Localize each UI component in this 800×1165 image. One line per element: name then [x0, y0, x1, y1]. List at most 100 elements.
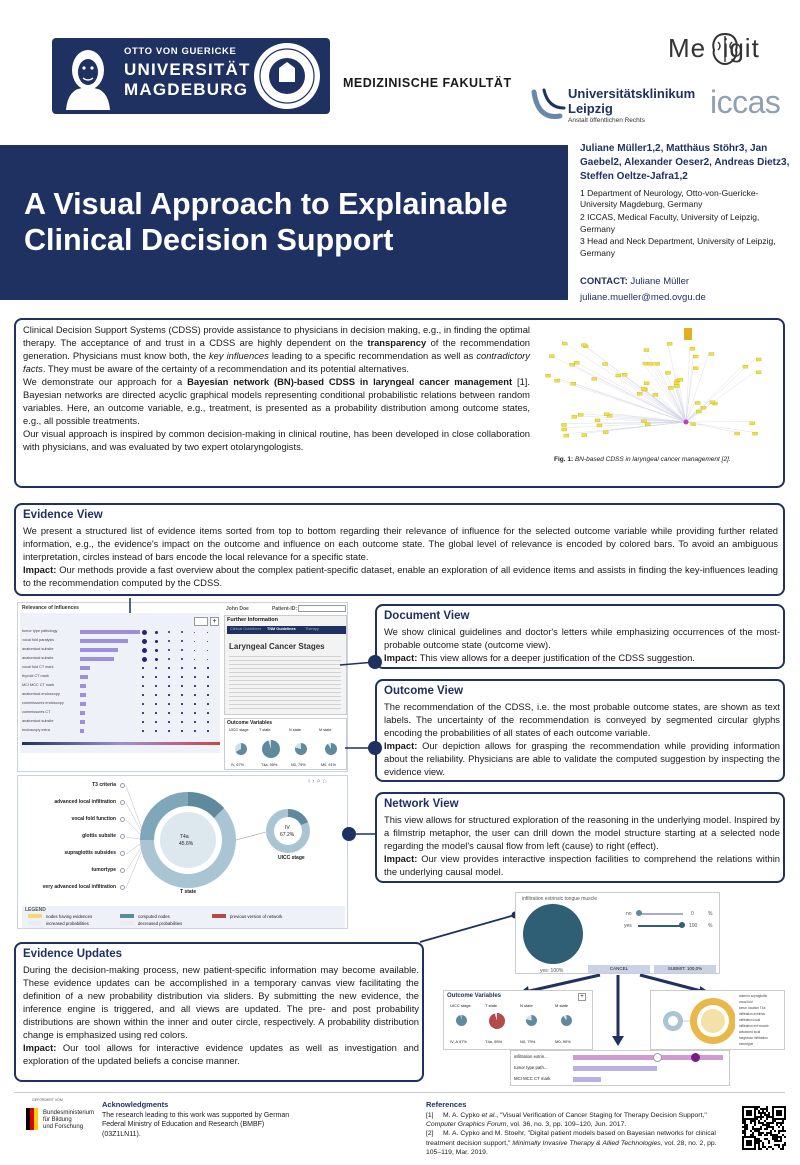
qr-module	[774, 1120, 776, 1122]
yes-label: yes	[624, 923, 632, 929]
qr-module	[756, 1116, 758, 1118]
qr-module	[750, 1130, 752, 1132]
qr-module	[746, 1106, 748, 1108]
qr-module	[746, 1110, 748, 1112]
relevance-list	[20, 613, 220, 753]
qr-module	[756, 1142, 758, 1144]
qr-module	[780, 1106, 782, 1108]
slider-no-handle[interactable]	[636, 910, 642, 916]
outcome-glyph	[526, 1015, 537, 1026]
slider-no[interactable]	[638, 913, 683, 915]
network-node-circle	[120, 851, 125, 856]
qr-code-icon[interactable]	[742, 1106, 786, 1150]
prev-arrow-icon[interactable]: ‹	[308, 778, 311, 785]
qr-module	[766, 1128, 768, 1130]
qr-module	[776, 1124, 778, 1126]
add-icon[interactable]: +	[210, 617, 219, 626]
outcome-view-body: The recommendation of the CDSS, i.e. the…	[384, 701, 780, 738]
qr-module	[746, 1136, 748, 1138]
search-box[interactable]	[194, 617, 208, 626]
qr-module	[772, 1134, 774, 1136]
qr-module	[758, 1132, 760, 1134]
updated-node-item: infiltration local	[739, 1018, 761, 1022]
legend-label: computed nodes	[138, 913, 170, 919]
impact-label: Impact:	[384, 852, 418, 864]
patient-id-select[interactable]	[298, 605, 346, 612]
qr-module	[772, 1148, 774, 1150]
qr-module	[750, 1142, 752, 1144]
qr-module	[748, 1136, 750, 1138]
tab-tnm[interactable]: TNM Guidelines	[267, 627, 296, 631]
evidence-updates-panel: Evidence Updates During the decision-mak…	[14, 942, 424, 1082]
patient-name: John Doe	[226, 606, 249, 612]
graph-node	[652, 393, 659, 397]
qr-module	[772, 1120, 774, 1122]
state-circle	[194, 676, 196, 678]
graph-node	[561, 423, 567, 427]
qr-module	[742, 1114, 744, 1116]
evidence-view-text: We present a structured list of evidence…	[23, 525, 778, 590]
outcome-value: IV, 67%	[231, 763, 244, 767]
affiliation-1: 1 Department of Neurology, Otto-von-Guer…	[580, 187, 759, 210]
graph-node	[570, 382, 576, 386]
qr-module	[766, 1110, 768, 1112]
qr-module	[760, 1114, 762, 1116]
state-circle	[181, 667, 183, 669]
yes-value[interactable]: 100	[689, 923, 698, 929]
evidence-updates-body: During the decision-making process, new …	[23, 964, 419, 1040]
updated-row-label: tumor type path...	[514, 1065, 548, 1070]
relevance-bar	[80, 711, 85, 715]
qr-module	[746, 1124, 748, 1126]
relevance-bar	[80, 702, 86, 706]
qr-module	[782, 1122, 784, 1124]
faculty-name: MEDIZINISCHE FAKULTÄT	[343, 76, 512, 90]
state-circle	[181, 685, 183, 687]
submit-button[interactable]: SUBMIT: 100,0%	[654, 965, 716, 973]
qr-module	[780, 1110, 782, 1112]
add-icon[interactable]: +	[578, 993, 586, 1001]
state-circle	[194, 685, 196, 687]
graph-node	[571, 415, 577, 419]
slider-yes[interactable]	[638, 925, 683, 927]
no-value[interactable]: 0	[691, 911, 694, 917]
slider-yes-handle[interactable]	[679, 922, 685, 928]
next-arrow-icon[interactable]: ›	[312, 778, 315, 785]
qr-module	[776, 1118, 778, 1120]
qr-module	[744, 1106, 746, 1108]
qr-module	[756, 1140, 758, 1142]
legend-swatch	[120, 914, 134, 918]
network-view-body: This view allows for structured explorat…	[384, 814, 780, 851]
tab-clinical[interactable]: Clinical Guidelines	[230, 627, 262, 631]
updated-evidence-screenshot: infiltration extrin...tumor type path...…	[510, 1050, 730, 1086]
qr-module	[778, 1146, 780, 1148]
state-circle	[207, 667, 209, 669]
acknowledgments: Acknowledgments The research leading to …	[102, 1100, 302, 1139]
state-circle	[181, 730, 183, 732]
state-circle	[181, 712, 183, 714]
evidence-view-body: We present a structured list of evidence…	[23, 525, 778, 562]
legend-swatch	[28, 914, 42, 918]
qr-module	[780, 1136, 782, 1138]
qr-module	[766, 1114, 768, 1116]
evidence-row-label: vocal fold paralysis	[22, 638, 55, 642]
relevance-bar	[80, 729, 84, 733]
zoom-icon[interactable]: ⌕	[316, 778, 321, 785]
contact-email[interactable]: juliane.mueller@med.ovgu.de	[580, 291, 706, 303]
home-icon[interactable]: ⌂	[322, 778, 327, 785]
qr-module	[756, 1118, 758, 1120]
connector-dot	[368, 655, 382, 669]
state-circle	[142, 685, 144, 687]
tab-therapy[interactable]: Therapy	[305, 627, 319, 631]
relevance-bar	[80, 675, 88, 679]
connector-dot	[342, 827, 356, 841]
graph-node	[677, 378, 684, 382]
cancel-button[interactable]: CANCEL	[588, 965, 650, 973]
qr-module	[762, 1108, 764, 1110]
ukl-name-line1: Universitätsklinikum	[568, 86, 696, 101]
state-circle	[194, 703, 196, 705]
qr-module	[776, 1140, 778, 1142]
qr-module	[752, 1126, 754, 1128]
reference-1: [1] M. A. Cypko et al., "Visual Verifica…	[426, 1111, 728, 1129]
relevance-bar	[80, 720, 85, 724]
